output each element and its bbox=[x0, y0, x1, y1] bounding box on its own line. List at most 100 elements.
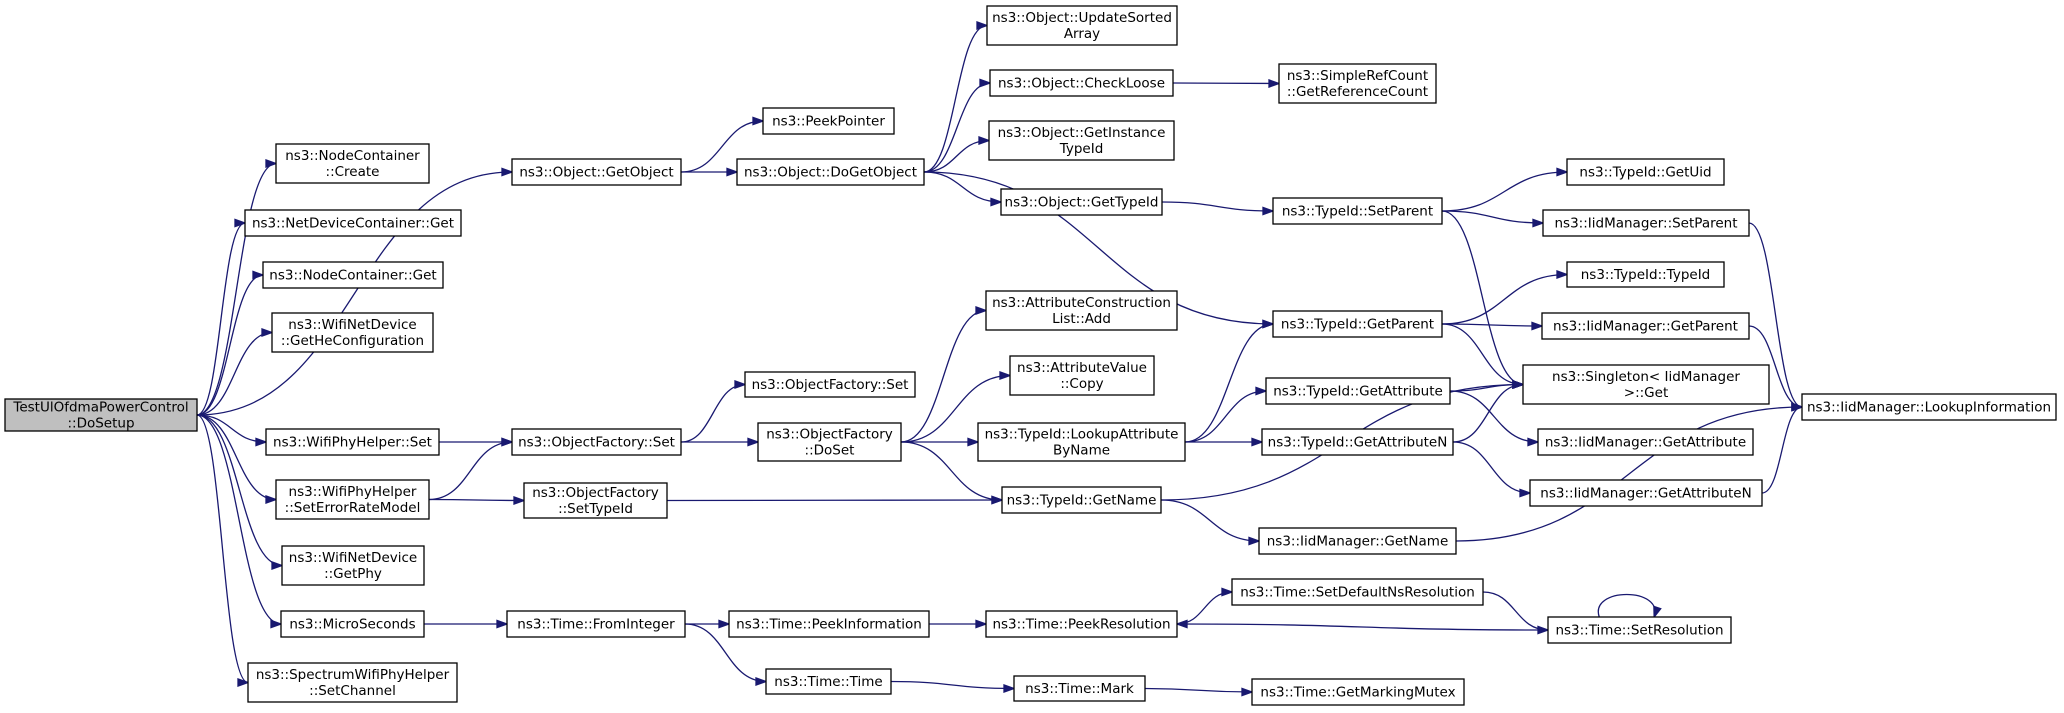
edge-root-to-wnd_getphy bbox=[196, 414, 284, 571]
node-src-getref[interactable]: ns3::SimpleRefCount::GetReferenceCount bbox=[1278, 63, 1437, 104]
node-iid-getattrn[interactable]: ns3::IidManager::GetAttributeN bbox=[1529, 479, 1763, 507]
node-label: ns3::Time::Mark bbox=[1025, 681, 1134, 697]
node-t-fromint[interactable]: ns3::Time::FromInteger bbox=[506, 610, 686, 638]
edge-line bbox=[196, 414, 283, 567]
node-obj-gettypeid[interactable]: ns3::Object::GetTypeId bbox=[1000, 188, 1163, 216]
edge-t_time-to-t_mark bbox=[890, 680, 1016, 694]
node-tid-typeid[interactable]: ns3::TypeId::TypeId bbox=[1566, 261, 1725, 288]
node-of-set1[interactable]: ns3::ObjectFactory::Set bbox=[511, 428, 682, 456]
node-t-setdefns[interactable]: ns3::Time::SetDefaultNsResolution bbox=[1231, 578, 1484, 606]
node-t-peekres[interactable]: ns3::Time::PeekResolution bbox=[985, 610, 1178, 638]
node-t-getmarkmutex[interactable]: ns3::Time::GetMarkingMutex bbox=[1251, 678, 1465, 706]
edge-line bbox=[923, 171, 1002, 203]
node-iid-getattr[interactable]: ns3::IidManager::GetAttribute bbox=[1537, 428, 1754, 456]
node-tid-getuid[interactable]: ns3::TypeId::GetUid bbox=[1566, 158, 1725, 186]
edge-line bbox=[890, 680, 1015, 690]
node-nc-get[interactable]: ns3::NodeContainer::Get bbox=[262, 261, 444, 289]
node-label: ::Create bbox=[326, 164, 380, 180]
node-label: ns3::Object::DoGetObject bbox=[744, 165, 917, 181]
node-label: ns3::WifiPhyHelper bbox=[289, 484, 417, 500]
node-t-mark[interactable]: ns3::Time::Mark bbox=[1013, 675, 1146, 702]
node-label: ns3::Singleton< IidManager bbox=[1552, 369, 1740, 385]
node-micro[interactable]: ns3::MicroSeconds bbox=[280, 610, 425, 638]
node-label: ns3::IidManager::SetParent bbox=[1555, 216, 1738, 232]
edge-line bbox=[680, 383, 746, 443]
node-box bbox=[977, 422, 1186, 462]
node-nc-create[interactable]: ns3::NodeContainer::Create bbox=[275, 143, 430, 184]
node-box bbox=[765, 668, 892, 695]
node-of-set2[interactable]: ns3::ObjectFactory::Set bbox=[744, 371, 916, 398]
edge-arrowhead bbox=[718, 619, 731, 629]
edge-root-to-nc_create bbox=[196, 158, 278, 416]
edge-line bbox=[1761, 406, 1803, 494]
node-box bbox=[1541, 312, 1750, 340]
node-box bbox=[1272, 310, 1443, 338]
node-t-time[interactable]: ns3::Time::Time bbox=[765, 668, 892, 695]
edge-line bbox=[1748, 222, 1803, 408]
node-singleton-get[interactable]: ns3::Singleton< IidManager >::Get bbox=[1522, 364, 1770, 405]
edge-line bbox=[1172, 82, 1280, 85]
node-tid-getattrn[interactable]: ns3::TypeId::GetAttributeN bbox=[1261, 428, 1454, 456]
node-t-peekinfo[interactable]: ns3::Time::PeekInformation bbox=[728, 610, 930, 638]
edge-line bbox=[680, 120, 764, 173]
node-wnd-gethe[interactable]: ns3::WifiNetDevice::GetHeConfiguration bbox=[271, 312, 434, 353]
node-iid-getname[interactable]: ns3::IidManager::GetName bbox=[1258, 527, 1457, 555]
edge-line bbox=[196, 331, 273, 416]
node-box bbox=[280, 610, 425, 638]
node-box bbox=[511, 158, 682, 186]
edge-arrowhead bbox=[747, 437, 760, 447]
edge-line bbox=[196, 274, 264, 416]
node-box bbox=[244, 209, 462, 237]
node-box bbox=[247, 662, 458, 703]
call-edges bbox=[196, 20, 1804, 697]
edge-arrowhead bbox=[975, 305, 988, 316]
node-obj-getobj[interactable]: ns3::Object::GetObject bbox=[511, 158, 682, 186]
node-swph-setch[interactable]: ns3::SpectrumWifiPhyHelper::SetChannel bbox=[247, 662, 458, 703]
edge-of_settypeid-to-tid_getname bbox=[666, 495, 1004, 505]
node-peekptr[interactable]: ns3::PeekPointer bbox=[762, 107, 895, 135]
node-wnd-getphy[interactable]: ns3::WifiNetDevice::GetPhy bbox=[281, 545, 425, 586]
node-obj-checkloose[interactable]: ns3::Object::CheckLoose bbox=[989, 69, 1174, 97]
node-iid-setparent[interactable]: ns3::IidManager::SetParent bbox=[1542, 209, 1750, 237]
node-t-setres[interactable]: ns3::Time::SetResolution bbox=[1547, 616, 1732, 644]
edge-line bbox=[900, 309, 987, 443]
edge-line bbox=[196, 414, 249, 684]
edge-of_set1-to-of_set2 bbox=[680, 379, 747, 443]
edge-line bbox=[684, 623, 767, 683]
node-obj-dogetobj[interactable]: ns3::Object::DoGetObject bbox=[736, 158, 925, 186]
edge-root-to-obj_getobj bbox=[196, 167, 514, 416]
node-label: ns3::SpectrumWifiPhyHelper bbox=[256, 667, 450, 683]
edge-of_doset-to-tid_lookup bbox=[901, 437, 980, 447]
node-av-copy[interactable]: ns3::AttributeValue::Copy bbox=[1009, 355, 1155, 396]
node-tid-getattr[interactable]: ns3::TypeId::GetAttribute bbox=[1265, 377, 1451, 405]
node-label: Array bbox=[1064, 26, 1100, 42]
edge-arrowhead bbox=[1262, 206, 1275, 216]
node-of-doset[interactable]: ns3::ObjectFactory::DoSet bbox=[757, 422, 902, 462]
node-iid-getparent[interactable]: ns3::IidManager::GetParent bbox=[1541, 312, 1750, 340]
node-label: ns3::TypeId::GetAttribute bbox=[1273, 384, 1443, 400]
node-label: ::GetPhy bbox=[324, 566, 382, 582]
node-tid-getname[interactable]: ns3::TypeId::GetName bbox=[1001, 486, 1162, 514]
edge-root-to-ndc_get bbox=[196, 218, 247, 416]
node-label: ns3::NetDeviceContainer::Get bbox=[252, 216, 454, 232]
edge-arrowhead bbox=[265, 494, 278, 505]
node-root[interactable]: TestUlOfdmaPowerControl::DoSetup bbox=[4, 398, 198, 432]
node-wph-set[interactable]: ns3::WifiPhyHelper::Set bbox=[265, 428, 440, 456]
node-tid-setparent[interactable]: ns3::TypeId::SetParent bbox=[1272, 197, 1443, 225]
node-ndc-get[interactable]: ns3::NetDeviceContainer::Get bbox=[244, 209, 462, 237]
node-tid-getparent[interactable]: ns3::TypeId::GetParent bbox=[1272, 310, 1443, 338]
edge-tid_lookup-to-tid_getattrn bbox=[1185, 437, 1264, 447]
edge-obj_dogetobj-to-obj_getinst bbox=[923, 135, 991, 173]
node-wph-ser[interactable]: ns3::WifiPhyHelper::SetErrorRateModel bbox=[275, 479, 430, 520]
edge-tid_setparent-to-iid_setparent bbox=[1441, 210, 1545, 228]
edge-line bbox=[1144, 687, 1253, 693]
edge-arrowhead bbox=[1653, 605, 1662, 619]
node-label: ns3::WifiNetDevice bbox=[289, 550, 417, 566]
edge-line bbox=[1441, 323, 1524, 386]
node-iid-lookupinfo[interactable]: ns3::IidManager::LookupInformation bbox=[1801, 393, 2057, 421]
node-of-settypeid[interactable]: ns3::ObjectFactory::SetTypeId bbox=[523, 482, 668, 519]
